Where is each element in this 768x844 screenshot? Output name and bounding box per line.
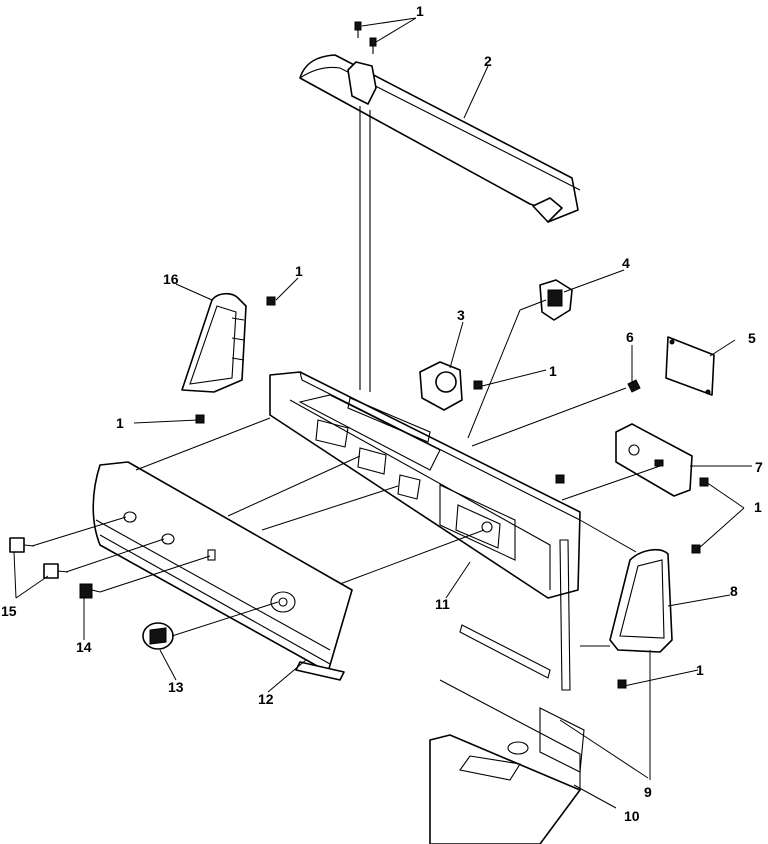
clip-component bbox=[627, 379, 641, 393]
console-top-cover bbox=[299, 54, 581, 223]
front-control-panel bbox=[92, 461, 353, 681]
screw-right-lower-icon bbox=[691, 544, 701, 554]
screw-left-bottom-icon bbox=[195, 414, 205, 424]
left-end-cap bbox=[181, 292, 247, 393]
control-panel-housing bbox=[269, 371, 581, 599]
screw-right-upper-icon bbox=[555, 474, 565, 484]
callout-9: 9 bbox=[644, 784, 652, 800]
screw-16-icon bbox=[266, 296, 276, 306]
callout-16: 16 bbox=[163, 271, 179, 287]
callout-7: 7 bbox=[755, 459, 763, 475]
callout-12: 12 bbox=[258, 691, 274, 707]
push-button-switch bbox=[79, 583, 101, 599]
callout-4: 4 bbox=[622, 255, 630, 271]
right-end-cap bbox=[609, 548, 673, 653]
leader-lines bbox=[13, 17, 752, 809]
callout-1-right: 1 bbox=[754, 499, 762, 515]
callout-14: 14 bbox=[76, 639, 92, 655]
mounting-plate bbox=[665, 336, 715, 396]
callout-2: 2 bbox=[484, 53, 492, 69]
screw-top-right-icon bbox=[369, 37, 377, 54]
screw-bottom-icon bbox=[617, 679, 627, 689]
support-rail bbox=[359, 106, 371, 392]
switch-component bbox=[539, 279, 573, 321]
screw-center-icon bbox=[473, 380, 483, 390]
timer-component bbox=[419, 361, 463, 411]
callout-11: 11 bbox=[435, 596, 450, 612]
callout-8: 8 bbox=[730, 583, 738, 599]
control-bracket bbox=[615, 423, 693, 497]
callout-6: 6 bbox=[626, 329, 634, 345]
screw-top-left-icon bbox=[354, 21, 362, 38]
callout-1-top: 1 bbox=[416, 3, 424, 19]
callout-1-bottom: 1 bbox=[696, 662, 704, 678]
callout-5: 5 bbox=[748, 330, 756, 346]
callout-13: 13 bbox=[168, 679, 184, 695]
indicator-lamp-upper bbox=[9, 537, 35, 553]
control-knob bbox=[142, 622, 174, 650]
screw-right-mid-icon bbox=[699, 477, 709, 487]
cabinet-top bbox=[429, 679, 581, 844]
callout-1-left-lower: 1 bbox=[116, 415, 124, 431]
callout-3: 3 bbox=[457, 307, 465, 323]
callout-15: 15 bbox=[1, 603, 17, 619]
callout-1-left-upper: 1 bbox=[295, 263, 303, 279]
indicator-lamp-lower bbox=[43, 563, 69, 579]
callout-1-center: 1 bbox=[549, 363, 557, 379]
callout-10: 10 bbox=[624, 808, 640, 824]
